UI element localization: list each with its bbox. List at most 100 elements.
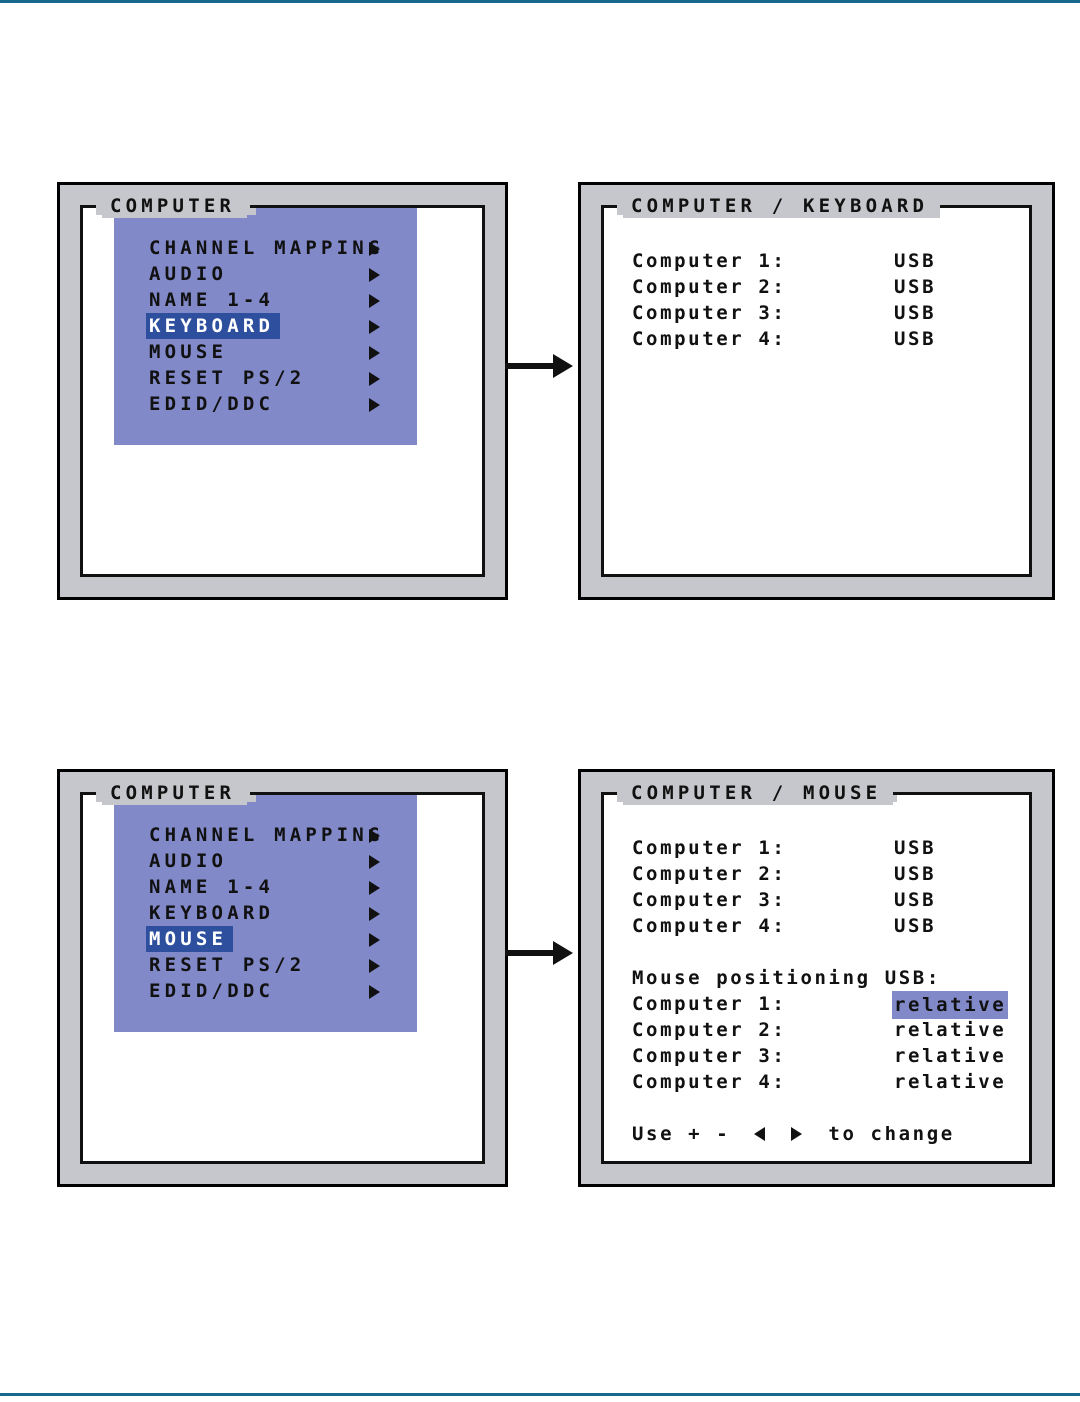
help-hint-prefix: Use + - (632, 1123, 731, 1145)
row-value[interactable]: USB (894, 250, 937, 272)
page-title: COMPUTER / KEYBOARD (623, 194, 941, 218)
osd-screen: Computer 1: USB Computer 2: USB Computer… (601, 792, 1032, 1164)
menu-item-name-1-4[interactable]: NAME 1-4 (114, 874, 417, 900)
flow-arrow-shaft (505, 950, 557, 956)
menu-item-label: CHANNEL MAPPING (149, 237, 384, 259)
arrow-left-icon (754, 1127, 766, 1141)
row-label: Computer 2: (632, 276, 787, 298)
row-label: Computer 1: (632, 993, 787, 1015)
menu-item-channel-mapping[interactable]: CHANNEL MAPPING (114, 822, 417, 848)
menu-list: CHANNEL MAPPING AUDIO NAME 1-4 KEYBOARD … (114, 795, 417, 1032)
chevron-right-icon (369, 242, 380, 256)
row-value[interactable]: relative (894, 1071, 1007, 1093)
osd-panel-computer-keyboard: Computer 1: USB Computer 2: USB Computer… (578, 182, 1055, 600)
menu-item-label: NAME 1-4 (149, 289, 275, 311)
row-label: Computer 3: (632, 889, 787, 911)
row-value[interactable]: USB (894, 863, 937, 885)
menu-item-audio[interactable]: AUDIO (114, 848, 417, 874)
menu-item-edid-ddc[interactable]: EDID/DDC (114, 391, 417, 417)
row-label: Computer 1: (632, 250, 787, 272)
chevron-right-icon (369, 907, 380, 921)
row-computer-1: Computer 1: USB (632, 835, 1022, 861)
flow-arrow-head-icon (553, 354, 573, 378)
row-computer-2: Computer 2: USB (632, 861, 1022, 887)
chevron-right-icon (369, 829, 380, 843)
osd-screen: CHANNEL MAPPING AUDIO NAME 1-4 KEYBOARD … (80, 792, 485, 1164)
menu-item-edid-ddc[interactable]: EDID/DDC (114, 978, 417, 1004)
row-computer-4: Computer 4: USB (632, 913, 1022, 939)
menu-item-audio[interactable]: AUDIO (114, 261, 417, 287)
chevron-right-icon (369, 881, 380, 895)
row-value[interactable]: relative (894, 1045, 1007, 1067)
row-value[interactable]: USB (894, 837, 937, 859)
chevron-right-icon (369, 959, 380, 973)
menu-item-keyboard[interactable]: KEYBOARD (114, 313, 417, 339)
row-value[interactable]: USB (894, 302, 937, 324)
row-value[interactable]: USB (894, 328, 937, 350)
title-rule (250, 205, 476, 208)
row-value[interactable]: USB (894, 276, 937, 298)
row-positioning-computer-4: Computer 4: relative (632, 1069, 1022, 1095)
title-rule (891, 792, 1023, 795)
row-computer-1: Computer 1: USB (632, 248, 1022, 274)
row-positioning-computer-2: Computer 2: relative (632, 1017, 1022, 1043)
row-label: Computer 3: (632, 1045, 787, 1067)
section-label-mouse-positioning: Mouse positioning USB: (632, 965, 1029, 991)
menu-item-mouse[interactable]: MOUSE (114, 926, 417, 952)
row-label: Computer 4: (632, 915, 787, 937)
menu-item-name-1-4[interactable]: NAME 1-4 (114, 287, 417, 313)
row-computer-3: Computer 3: USB (632, 887, 1022, 913)
osd-screen: CHANNEL MAPPING AUDIO NAME 1-4 KEYBOARD … (80, 205, 485, 577)
menu-list: CHANNEL MAPPING AUDIO NAME 1-4 KEYBOARD … (114, 208, 417, 445)
osd-panel-computer-mouse-menu: CHANNEL MAPPING AUDIO NAME 1-4 KEYBOARD … (57, 769, 508, 1187)
page-title: COMPUTER (102, 194, 248, 218)
menu-item-keyboard[interactable]: KEYBOARD (114, 900, 417, 926)
title-rule (933, 205, 1023, 208)
menu-item-label: RESET PS/2 (149, 954, 306, 976)
chevron-right-icon (369, 320, 380, 334)
row-label: Computer 2: (632, 863, 787, 885)
chevron-right-icon (369, 372, 380, 386)
row-label: Computer 3: (632, 302, 787, 324)
top-rule (0, 0, 1080, 3)
row-computer-3: Computer 3: USB (632, 300, 1022, 326)
page-title: COMPUTER (102, 781, 248, 805)
menu-item-label: CHANNEL MAPPING (149, 824, 384, 846)
row-label: Computer 4: (632, 1071, 787, 1093)
title-rule (250, 792, 476, 795)
menu-item-reset-ps2[interactable]: RESET PS/2 (114, 365, 417, 391)
row-value[interactable]: relative (894, 1019, 1007, 1041)
flow-arrow-head-icon (553, 941, 573, 965)
row-label: Computer 1: (632, 837, 787, 859)
menu-item-label: AUDIO (149, 850, 228, 872)
menu-item-label: NAME 1-4 (149, 876, 275, 898)
section-label-text: Mouse positioning USB: (632, 967, 941, 989)
row-value[interactable]: USB (894, 889, 937, 911)
row-computer-4: Computer 4: USB (632, 326, 1022, 352)
bottom-rule (0, 1393, 1080, 1396)
chevron-right-icon (369, 855, 380, 869)
row-value[interactable]: USB (894, 915, 937, 937)
row-label: Computer 2: (632, 1019, 787, 1041)
osd-panel-computer-mouse: Computer 1: USB Computer 2: USB Computer… (578, 769, 1055, 1187)
help-hint: Use + - to change (632, 1121, 955, 1147)
row-positioning-computer-1: Computer 1: relative (632, 991, 1022, 1019)
menu-item-channel-mapping[interactable]: CHANNEL MAPPING (114, 235, 417, 261)
menu-item-mouse[interactable]: MOUSE (114, 339, 417, 365)
arrow-right-icon (791, 1127, 803, 1141)
menu-item-label: RESET PS/2 (149, 367, 306, 389)
menu-item-reset-ps2[interactable]: RESET PS/2 (114, 952, 417, 978)
page-title: COMPUTER / MOUSE (623, 781, 894, 805)
chevron-right-icon (369, 933, 380, 947)
menu-item-label: MOUSE (146, 926, 234, 952)
menu-item-label: AUDIO (149, 263, 228, 285)
chevron-right-icon (369, 346, 380, 360)
row-positioning-computer-3: Computer 3: relative (632, 1043, 1022, 1069)
chevron-right-icon (369, 294, 380, 308)
menu-item-label: MOUSE (149, 341, 228, 363)
row-value-selected[interactable]: relative (892, 991, 1009, 1019)
menu-item-label: EDID/DDC (149, 393, 275, 415)
chevron-right-icon (369, 398, 380, 412)
help-hint-suffix: to change (828, 1123, 955, 1145)
menu-item-label: KEYBOARD (146, 313, 281, 339)
